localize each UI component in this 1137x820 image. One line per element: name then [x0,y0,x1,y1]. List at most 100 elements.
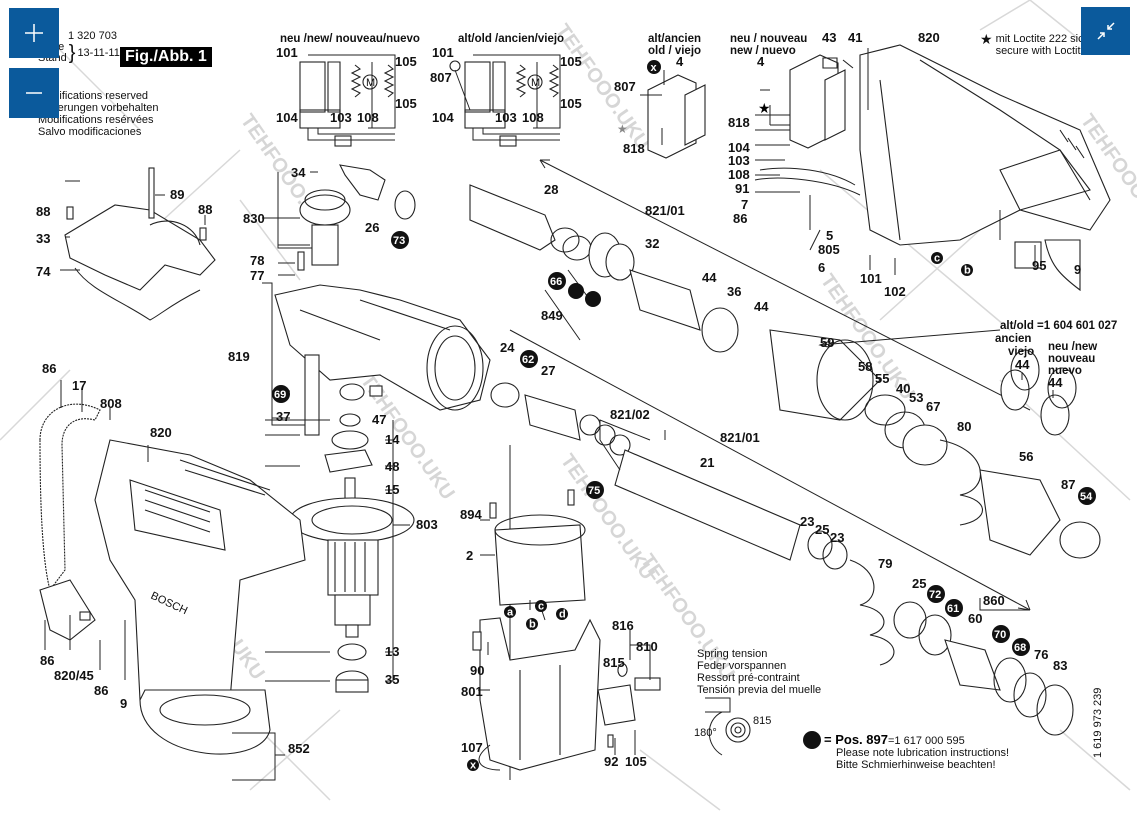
part-label: 24 [500,340,515,355]
part-label: 9 [120,696,127,711]
svg-text:66: 66 [550,276,562,288]
part-label: 44 [754,299,769,314]
part-label: 34 [291,165,306,180]
wiring-schematic-new: neu /new/ nouveau/nuevo M 101 105 105 10… [276,33,420,147]
part-label: 44 [702,270,717,285]
part-label: 89 [170,187,184,202]
svg-text:c: c [934,253,940,265]
gear-housing-cover [64,167,216,321]
wiring-old-label: 101 [432,45,454,60]
part-label: 83 [1053,658,1067,673]
connector-badge-a: a [504,606,516,619]
lube-badge-75: 75 [586,481,604,499]
part-label: 25 [912,576,926,591]
connector-badge-c: c [931,252,943,265]
part-label: 59 [820,335,834,350]
connector-badge-c2: c [535,600,547,613]
part-label: 4 [757,54,765,69]
wiring-old-label: 103 [495,110,517,125]
part-label: 821/01 [645,203,685,218]
part-label: 58 [858,359,872,374]
lubrication-number: =1 617 000 595 [888,735,965,747]
svg-text:a: a [507,607,514,619]
wiring-new-label: 105 [395,96,417,111]
switch-new-title: neu / nouveau [730,33,807,45]
wiring-old-label: 104 [432,110,454,125]
part-label: 77 [250,268,264,283]
ring-old-sub: ancien [995,333,1031,345]
part-label: 26 [365,220,379,235]
part-labels: 89 88 88 33 74 34 830 26 78 77 819 37 47… [36,30,1081,769]
part-label: 88 [198,202,212,217]
lube-badge-66: 66 [548,272,566,290]
modification-line: Salvo modificaciones [38,126,142,138]
part-label: 820 [918,30,940,45]
exit-fullscreen-button[interactable] [1081,7,1130,55]
lube-dot [585,291,601,307]
part-label: 105 [625,754,647,769]
svg-text:75: 75 [588,485,600,497]
wiring-old-label: 105 [560,96,582,111]
part-label: 95 [1032,258,1046,273]
collapse-arrows-icon [1096,22,1115,40]
part-label: 816 [612,618,634,633]
spindle-group [469,159,1101,736]
part-label: 80 [957,419,971,434]
part-label: 27 [541,363,555,378]
lube-badge-62: 62 [520,350,538,368]
part-label: 15 [385,482,399,497]
modification-line: Änderungen vorbehalten [38,102,159,114]
part-label: 78 [250,253,264,268]
part-label: 53 [909,390,923,405]
loctite-star-icon: ★ [617,122,628,136]
part-label: 86 [94,683,108,698]
lubrication-line: Please note lubrication instructions! [836,747,1009,759]
spring-angle: 180° [694,727,717,739]
part-label: 860 [983,593,1005,608]
part-label: 79 [878,556,892,571]
part-label: 810 [636,639,658,654]
modification-line: Modifications resérvées [38,114,154,126]
svg-text:b: b [529,619,536,631]
part-label: 86 [40,653,54,668]
lube-badge-73: 73 [391,231,409,249]
part-label: 92 [604,754,618,769]
rear-housing [822,44,1111,292]
lube-badge-69: 69 [272,385,290,403]
connector-badge-x2: x [467,759,479,772]
part-label: 56 [1019,449,1033,464]
zoom-in-button[interactable] [9,8,59,58]
retaining-ring-note: alt/old =1 604 601 027 ancien viejo 44 n… [995,320,1117,398]
part-label: 819 [228,349,250,364]
wiring-old-title: alt/old /ancien/viejo [458,33,564,45]
part-label: 91 [735,181,749,196]
svg-text:68: 68 [1014,642,1026,654]
svg-text:b: b [964,265,971,277]
connector-badge-b: b [961,264,973,277]
part-label: 808 [100,396,122,411]
wiring-old-label: 807 [430,70,452,85]
ring-new-line: neu /new [1048,341,1097,353]
ring-old-sub: viejo [1008,346,1034,358]
modifications-block: Modifications reserved Änderungen vorbeh… [38,90,158,138]
part-label: 23 [800,514,814,529]
motor-symbol: M [531,77,540,89]
part-label: 849 [541,308,563,323]
lubrication-badges: 73 69 66 62 75 54 72 61 70 68 [272,231,1096,656]
lube-badge-72: 72 [927,585,945,603]
spring-note-line: Ressort pré-contraint [697,672,800,684]
zoom-out-button[interactable] [9,68,59,118]
leader-lines [44,48,1081,781]
part-label: 25 [815,522,829,537]
switch-new-title-2: new / nuevo [730,45,796,57]
part-label: 104 [728,140,750,155]
wiring-new-label: 104 [276,110,298,125]
svg-text:54: 54 [1080,491,1093,503]
svg-text:61: 61 [947,603,959,615]
plus-icon [25,24,43,42]
svg-text:62: 62 [522,354,534,366]
field-and-brushes [472,445,661,780]
loctite-line: secure with Loctite 222 [995,45,1109,57]
part-label: 818 [728,115,750,130]
part-label: 9 [1074,262,1081,277]
